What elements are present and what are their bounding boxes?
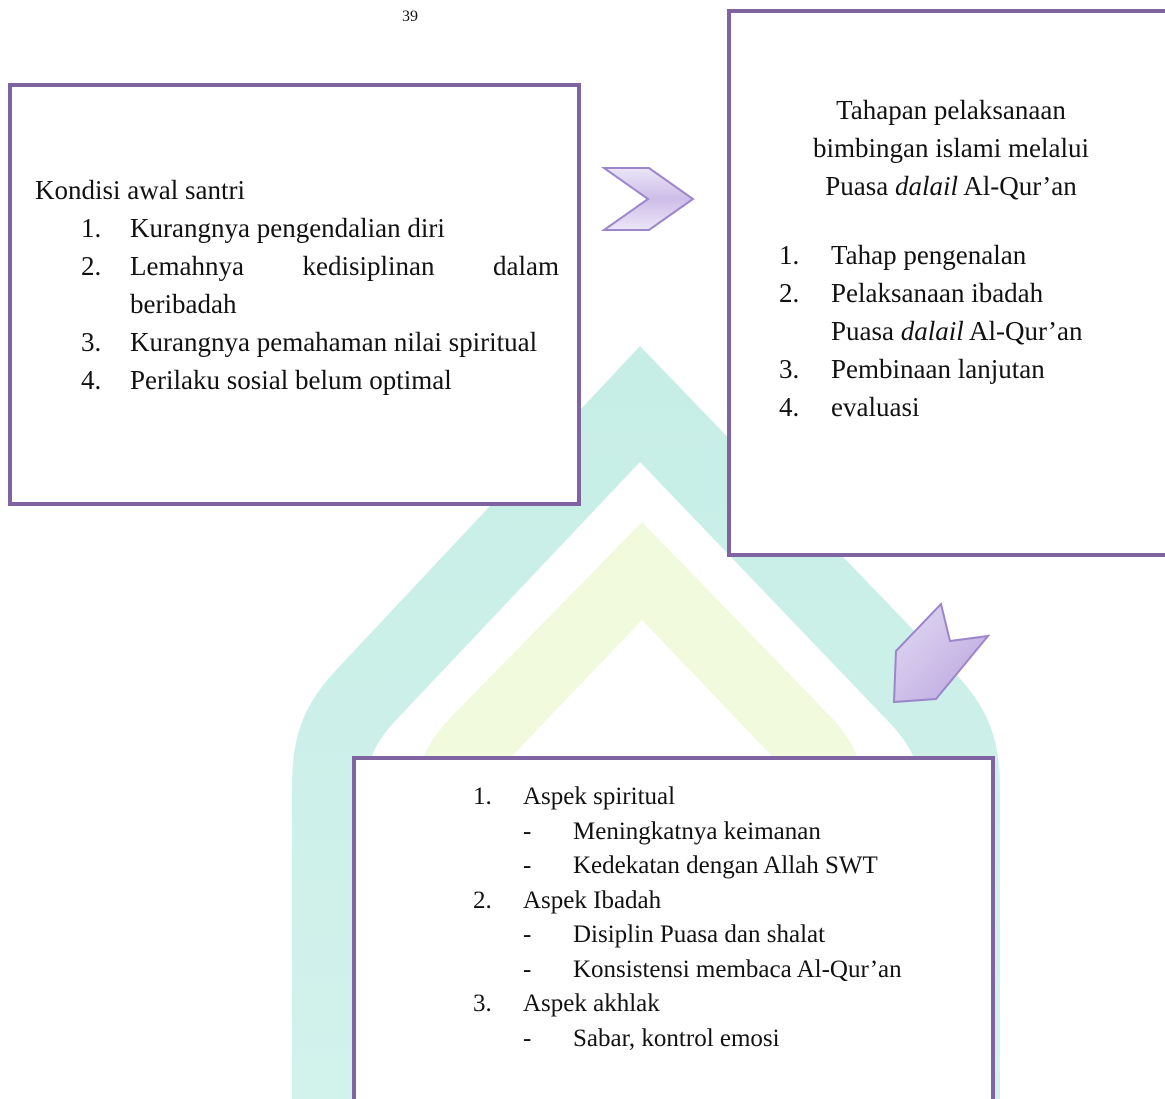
aspect-label: Aspek akhlak (523, 990, 660, 1017)
implementation-stages-box: Tahapan pelaksanaan bimbingan islami mel… (727, 9, 1165, 557)
item-number: 3. (779, 354, 800, 384)
sub-item-text: Meningkatnya keimanan (573, 817, 821, 845)
item-number: 4. (779, 392, 800, 422)
watermark-inner-arch (418, 522, 862, 1099)
item-text: Pelaksanaan ibadah (831, 278, 1044, 308)
implementation-stages-list: 1. Tahap pengenalan 2. Pelaksanaan ibada… (779, 236, 1082, 426)
sub-item-text: Kedekatan dengan Allah SWT (573, 852, 878, 879)
aspect-label: Aspek Ibadah (523, 886, 662, 914)
item-number: 4. (81, 365, 102, 395)
item-text: Kurangnya pemahaman nilai spiritual (130, 327, 538, 357)
sub-item: - Disiplin Puasa dan shalat (523, 918, 902, 953)
dash-bullet: - (523, 852, 532, 879)
list-item: 3. Pembinaan lanjutan (779, 350, 1082, 388)
dash-bullet: - (523, 817, 532, 845)
item-number: 2. (779, 278, 800, 308)
item-text: Tahap pengenalan (831, 240, 1027, 270)
right-chevron-arrow-icon (600, 167, 695, 231)
item-text: Perilaku sosial belum optimal (130, 365, 452, 395)
sub-item: - Sabar, kontrol emosi (523, 1022, 902, 1057)
aspect-group: 1. Aspek spiritual - Meningkatnya keimana… (473, 780, 902, 884)
title-line: bimbingan islami melalui (813, 133, 1089, 163)
initial-condition-title: Kondisi awal santri (35, 175, 245, 205)
list-item: 4. evaluasi (779, 388, 1082, 426)
aspect-group: 3. Aspek akhlak - Sabar, kontrol emosi (473, 987, 902, 1056)
page-number: 39 (402, 8, 418, 25)
item-number: 3. (81, 327, 102, 357)
item-number: 2. (81, 251, 102, 281)
outcome-aspects-list: 1. Aspek spiritual - Meningkatnya keimana… (473, 780, 902, 1056)
item-text: Pembinaan lanjutan (831, 354, 1045, 384)
title-line: Puasa dalail Al-Qur’an (825, 171, 1077, 201)
watermark-outer-arch (292, 346, 1000, 1099)
title-line: Tahapan pelaksanaan (836, 95, 1066, 125)
item-text: Puasa dalail Al-Qur’an (831, 316, 1083, 346)
aspect-group: 2. Aspek Ibadah - Disiplin Puasa dan shal… (473, 884, 902, 988)
aspect-label: Aspek spiritual (523, 783, 676, 810)
aspect-sub-list: - Disiplin Puasa dan shalat - Konsistensi … (523, 918, 902, 987)
list-item: 1. Tahap pengenalan (779, 236, 1082, 274)
sub-item: - Meningkatnya keimanan (523, 815, 902, 850)
item-text: Lemahnya kedisiplinan dalam beribadah (130, 251, 559, 319)
list-item: 2. Pelaksanaan ibadah Puasa dalail Al-Qu… (779, 274, 1082, 350)
list-item: 1. Kurangnya pengendalian diri (81, 209, 559, 247)
list-item: 4. Perilaku sosial belum optimal (81, 361, 559, 399)
aspect-sub-list: - Sabar, kontrol emosi (523, 1022, 902, 1057)
item-number: 1. (779, 240, 800, 270)
item-number: 1. (81, 213, 102, 243)
implementation-stages-title: Tahapan pelaksanaan bimbingan islami mel… (751, 91, 1151, 205)
sub-item-text: Disiplin Puasa dan shalat (573, 921, 826, 948)
dash-bullet: - (523, 921, 532, 948)
item-text: evaluasi (831, 392, 920, 422)
down-left-chevron-arrow-icon (892, 601, 991, 704)
aspect-number: 3. (473, 990, 492, 1017)
aspect-number: 2. (473, 886, 492, 914)
initial-condition-box: Kondisi awal santri 1. Kurangnya pengend… (8, 83, 581, 506)
list-item: 3. Kurangnya pemahaman nilai spiritual (81, 323, 559, 361)
list-item: 2. Lemahnya kedisiplinan dalam beribadah (81, 247, 559, 323)
sub-item: - Kedekatan dengan Allah SWT (523, 849, 902, 884)
sub-item: - Konsistensi membaca Al-Qur’an (523, 953, 902, 988)
dash-bullet: - (523, 955, 532, 983)
dash-bullet: - (523, 1024, 532, 1052)
sub-item-text: Konsistensi membaca Al-Qur’an (573, 955, 902, 983)
outcome-aspects-box: 1. Aspek spiritual - Meningkatnya keimana… (352, 756, 995, 1099)
aspect-number: 1. (473, 783, 492, 810)
aspect-sub-list: - Meningkatnya keimanan - Kedekatan dengan… (523, 815, 902, 884)
initial-condition-list: 1. Kurangnya pengendalian diri 2. Lemahn… (81, 209, 559, 399)
sub-item-text: Sabar, kontrol emosi (573, 1024, 780, 1052)
item-text: Kurangnya pengendalian diri (130, 213, 445, 243)
